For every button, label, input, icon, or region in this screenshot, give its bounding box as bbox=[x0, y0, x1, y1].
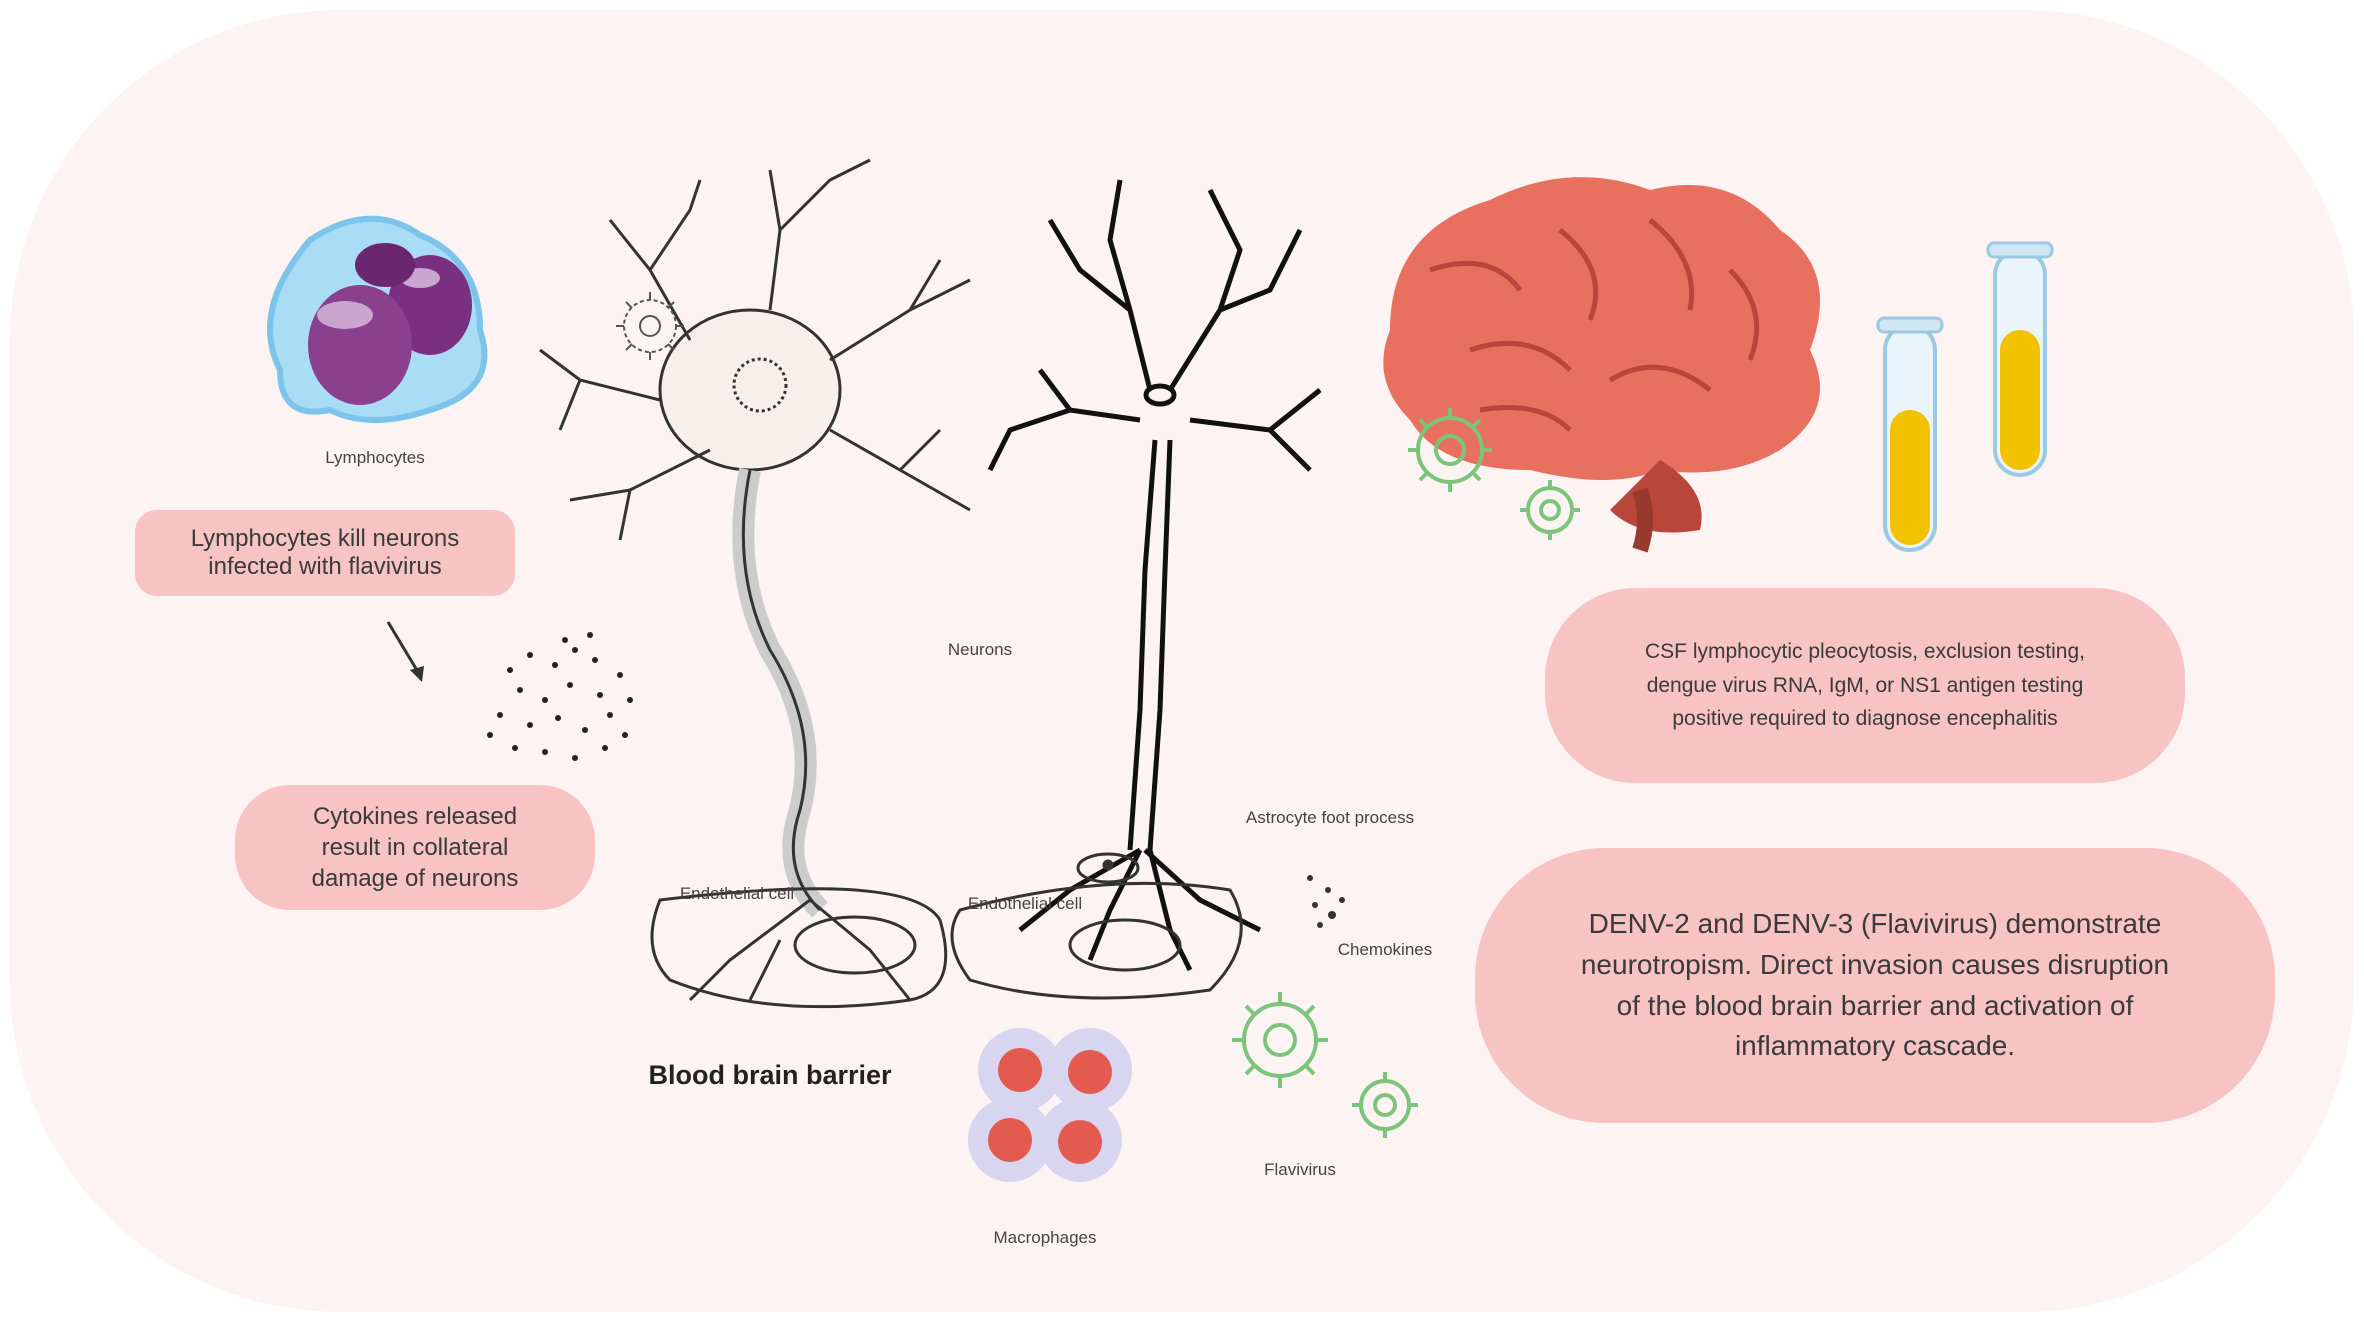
virus-icon bbox=[1352, 1072, 1418, 1138]
endothelial-cell-icon bbox=[650, 852, 1243, 1009]
test-tube-icon bbox=[1876, 316, 1944, 552]
label-blood-brain-barrier: Blood brain barrier bbox=[648, 1060, 892, 1090]
label-lymphocytes: Lymphocytes bbox=[325, 448, 425, 467]
virus-icon bbox=[1520, 480, 1580, 540]
box-denv-neurotropism: DENV-2 and DENV-3 (Flavivirus) demonstra… bbox=[1475, 848, 2275, 1123]
label-flavivirus: Flavivirus bbox=[1264, 1160, 1336, 1179]
box-csf-testing: CSF lymphocytic pleocytosis, exclusion t… bbox=[1545, 588, 2185, 783]
test-tube-icon bbox=[1986, 241, 2054, 477]
label-chemokines: Chemokines bbox=[1337, 940, 1433, 959]
label-endothelial-right: Endothelial cell bbox=[967, 894, 1083, 913]
virus-icon bbox=[1232, 992, 1328, 1088]
label-endothelial-left: Endothelial cell bbox=[679, 884, 795, 903]
virus-icon bbox=[1408, 408, 1492, 492]
box-lymphocytes-kill: Lymphocytes kill neurons infected with f… bbox=[135, 510, 515, 596]
label-neurons: Neurons bbox=[947, 640, 1013, 659]
label-astrocyte: Astrocyte foot process bbox=[1245, 808, 1415, 827]
diagram-canvas: Lymphocytes Lymphocytes kill neurons inf… bbox=[10, 10, 2354, 1312]
virus-icon bbox=[616, 292, 684, 360]
box-cytokines: Cytokines released result in collateral … bbox=[235, 785, 595, 910]
cytokine-dots-icon bbox=[487, 632, 633, 761]
illustration-layer bbox=[267, 158, 2054, 1182]
lymphocyte-icon bbox=[267, 215, 488, 423]
arrow-icon bbox=[386, 621, 424, 682]
cytokine-dots-icon bbox=[1307, 875, 1345, 928]
neuron-icon bbox=[539, 158, 971, 1002]
neuron-icon bbox=[987, 179, 1322, 972]
macrophage-icon bbox=[968, 1028, 1132, 1182]
brain-icon bbox=[1383, 177, 1820, 553]
label-macrophages: Macrophages bbox=[993, 1228, 1097, 1247]
